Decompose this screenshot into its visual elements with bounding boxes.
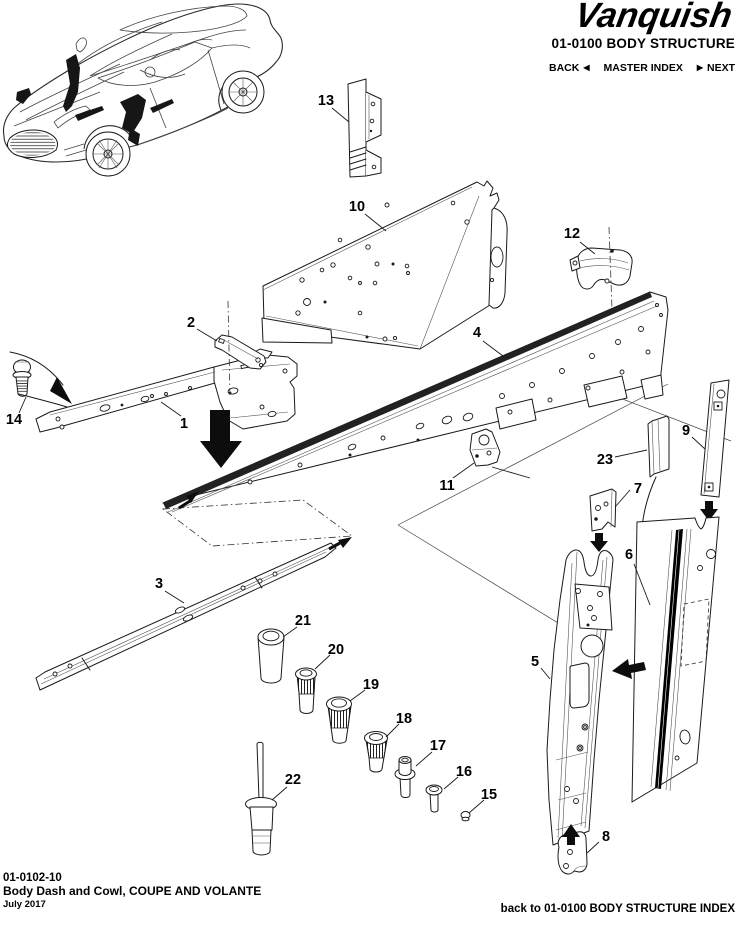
part-16-rivet: [425, 784, 443, 813]
callout-7: 7: [634, 481, 642, 497]
callout-11: 11: [439, 478, 454, 494]
part-19-rivnut: [326, 696, 352, 744]
part-20-rivnut: [295, 667, 317, 714]
part-18-rivnut: [364, 731, 388, 773]
nav-back-link[interactable]: BACK ◀: [549, 62, 590, 74]
callout-1: 1: [180, 416, 188, 432]
next-triangle-icon: ▶: [696, 62, 703, 72]
callouts: 1 2 3 4 5 6 7 8 9 10 11 12 13 14 15 16 1…: [6, 93, 690, 845]
callout-19: 19: [363, 677, 379, 693]
callout-6: 6: [625, 547, 633, 563]
callout-12: 12: [564, 226, 580, 242]
car-illustration: [2, 3, 283, 177]
callout-5: 5: [531, 654, 539, 670]
callout-8: 8: [602, 829, 610, 845]
callout-20: 20: [328, 642, 344, 658]
part-10: [261, 180, 508, 350]
front-wheel: [85, 131, 131, 177]
callout-15: 15: [481, 787, 497, 803]
part-5: [546, 549, 614, 846]
assembly-arrow-left: [178, 491, 199, 510]
down-arrow-7: [590, 533, 608, 552]
document-info: 01-0102-10 Body Dash and Cowl, COUPE AND…: [3, 872, 261, 911]
part-15-rivet: [460, 811, 471, 822]
callout-22: 22: [285, 772, 301, 788]
callout-10: 10: [349, 199, 365, 215]
callout-21: 21: [295, 613, 311, 629]
part-22-rivet: [245, 741, 277, 856]
nav-next-link[interactable]: ▶ NEXT: [697, 62, 735, 74]
section-title: 01-0100 BODY STRUCTURE: [551, 36, 735, 51]
back-triangle-icon: ◀: [583, 62, 590, 72]
rear-wheel: [221, 70, 265, 114]
part-3: [35, 542, 337, 691]
header-nav: BACK ◀ MASTER INDEX ▶ NEXT: [549, 62, 735, 74]
part-8: [557, 831, 588, 875]
back-to-index-link[interactable]: back to 01-0100 BODY STRUCTURE INDEX: [500, 903, 735, 915]
nav-master-index-link[interactable]: MASTER INDEX: [603, 62, 683, 74]
part-23: [647, 415, 670, 478]
callout-4: 4: [473, 325, 481, 341]
part-21-bush: [257, 628, 285, 684]
callout-13: 13: [318, 93, 334, 109]
down-arrow-9: [700, 501, 718, 521]
big-down-arrow: [200, 410, 242, 468]
callout-16: 16: [456, 764, 472, 780]
centerline-part-2: [227, 300, 231, 397]
callout-14: 14: [6, 412, 22, 428]
part-1: [35, 348, 298, 433]
part-4: [162, 291, 669, 513]
callout-18: 18: [396, 711, 412, 727]
doc-date: July 2017: [3, 899, 46, 911]
bolt-path-arrow: [9, 351, 72, 408]
part-7: [589, 488, 617, 532]
doc-title: Body Dash and Cowl, COUPE AND VOLANTE: [3, 884, 262, 899]
callout-17: 17: [430, 738, 446, 754]
up-arrow-8: [562, 824, 580, 845]
part-11: [469, 428, 531, 479]
part-17-rivet: [394, 756, 416, 798]
doc-number: 01-0102-10: [3, 872, 62, 884]
centerline-part-12: [608, 226, 613, 310]
leader-lines: [18, 107, 706, 854]
part-6: [631, 516, 720, 803]
part-12: [569, 247, 633, 290]
callout-23: 23: [597, 452, 613, 468]
part-9: [700, 379, 730, 498]
left-arrow-5: [612, 659, 646, 679]
assembly-arrow-right: [328, 537, 352, 551]
callout-2: 2: [187, 315, 195, 331]
part-13: [347, 78, 382, 178]
callout-3: 3: [155, 576, 163, 592]
nav-next-label: NEXT: [706, 62, 735, 74]
nav-back-label: BACK: [548, 62, 580, 74]
callout-9: 9: [682, 423, 690, 439]
part-2: [214, 334, 267, 370]
part-14-bolt: [12, 359, 32, 397]
